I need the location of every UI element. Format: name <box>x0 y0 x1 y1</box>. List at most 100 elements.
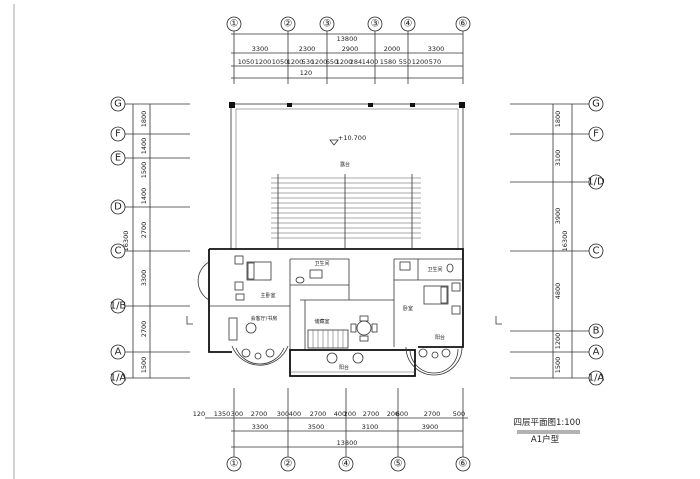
right-axis-4-label: B <box>593 326 600 337</box>
right-axis-0-label: G <box>592 99 600 110</box>
right-part-dim-1: 3100 <box>554 150 562 167</box>
bathtub-1 <box>309 269 323 279</box>
bottom-row1-dim-11: 600 <box>396 410 408 418</box>
top-dim-1: 3300 <box>252 45 269 53</box>
top-axis-0: ① <box>226 16 242 32</box>
left-dim-total: 16300 <box>122 231 130 252</box>
right-axis-6: 1/A <box>588 370 605 386</box>
dining-chair-s <box>359 335 369 342</box>
right-axis-6-label: 1/A <box>588 373 605 384</box>
bottom-row1-dim-5: 400 <box>289 410 301 418</box>
nightstand-3 <box>451 282 461 292</box>
left-axis-2-label: E <box>115 153 121 164</box>
terrace-outline <box>230 103 464 250</box>
top-axis-1-label: ② <box>284 19 293 30</box>
bottom-axis-3-label: ⑤ <box>394 459 403 470</box>
left-axis-0: G <box>110 96 126 112</box>
nightstand-4 <box>451 305 461 315</box>
bottom-axis-1-label: ② <box>284 459 293 470</box>
room-terrace: 露台 <box>340 161 350 168</box>
left-axis-7-label: 1/A <box>110 373 127 384</box>
left-axis-7: 1/A <box>110 370 127 386</box>
top-dim-extra: 120 <box>300 69 312 77</box>
bottom-row1-dim-8: 200 <box>344 410 356 418</box>
left-axis-6: A <box>110 344 126 360</box>
left-axis-1: F <box>110 126 126 142</box>
top-dim-5: 3300 <box>428 45 445 53</box>
top-row2-dim-3: 1200 <box>287 58 304 66</box>
left-part-dim-5: 3300 <box>140 270 148 287</box>
bottom-axis-0: ① <box>226 456 242 472</box>
bottom-axis-3: ⑤ <box>390 456 406 472</box>
study-desk <box>228 317 238 341</box>
top-axis-5-label: ⑥ <box>459 19 468 30</box>
bathtub-2 <box>399 261 411 271</box>
bottom-row1-dim-9: 2700 <box>363 410 380 418</box>
staircase <box>307 329 349 349</box>
left-axis-4-label: C <box>115 246 122 257</box>
room-bedroom: 卧室 <box>403 305 413 312</box>
nightstand-1 <box>234 255 244 265</box>
left-axis-3-label: D <box>114 202 122 213</box>
bottom-row1-dim-0: 120 <box>193 410 205 418</box>
left-part-dim-7: 1500 <box>140 357 148 374</box>
bottom-dim-a: 3300 <box>252 423 269 431</box>
bottom-dim-total: 13800 <box>337 439 358 447</box>
column-n4 <box>368 103 373 107</box>
building-plan: +10.700 露台 <box>197 102 465 377</box>
top-dim-total: 13800 <box>337 35 358 43</box>
top-row2-dim-2: 1050 <box>272 58 289 66</box>
top-row2-dim-11: 550 <box>399 58 411 66</box>
bottom-row1-dim-4: 300 <box>277 410 289 418</box>
bottom-axis-0-label: ① <box>230 459 239 470</box>
title-text: 四层平面图1:100 <box>514 418 581 428</box>
left-axis-0-label: G <box>114 99 122 110</box>
right-axis-3-label: C <box>593 246 600 257</box>
room-balcony-2: 阳台 <box>435 334 445 341</box>
top-axis-4-label: ④ <box>404 19 413 30</box>
bottom-dim-d: 3900 <box>422 423 439 431</box>
balcony-chair-2 <box>352 352 364 364</box>
left-axis-5: 1/B <box>110 298 127 314</box>
top-dim-2: 2300 <box>299 45 316 53</box>
bottom-row1-dim-1: 1350 <box>214 410 231 418</box>
exterior-wall-left <box>208 249 232 353</box>
left-axis-5-label: 1/B <box>110 301 127 312</box>
section-mark-left <box>186 316 193 325</box>
drawing-title: 四层平面图1:100 A1户型 <box>514 418 581 445</box>
top-dim-3: 2900 <box>342 45 359 53</box>
right-dim-total: 16300 <box>561 231 569 252</box>
bottom-dim-b: 3500 <box>308 423 325 431</box>
right-axis-2-label: 1/D <box>587 177 605 188</box>
left-axis-2: E <box>110 150 126 166</box>
top-axis-2-label: ③ <box>323 19 332 30</box>
left-part-dim-6: 2700 <box>140 321 148 338</box>
elevation-label: +10.700 <box>338 134 366 142</box>
top-row2-dim-5: 1200 <box>311 58 328 66</box>
column-ne <box>459 102 465 108</box>
left-part-dim-2: 1500 <box>140 162 148 179</box>
left-axis-bubbles: G FE D C 1/B A 1/A <box>110 96 190 386</box>
side-table-2 <box>431 351 439 359</box>
left-part-dim-1: 1400 <box>140 138 148 155</box>
left-part-dim-0: 1800 <box>140 111 148 128</box>
master-bed <box>246 261 272 281</box>
right-part-dim-0: 1800 <box>554 111 562 128</box>
balcony-right <box>405 346 463 376</box>
room-master-bedroom: 主卧室 <box>260 292 275 299</box>
top-axis-0-label: ① <box>230 19 239 30</box>
chair-4 <box>441 348 451 358</box>
right-axis-5: A <box>588 344 604 360</box>
top-row2-dim-10: 1580 <box>380 58 397 66</box>
wardrobe-1 <box>235 293 245 301</box>
right-part-dim-4: 1200 <box>554 333 562 350</box>
